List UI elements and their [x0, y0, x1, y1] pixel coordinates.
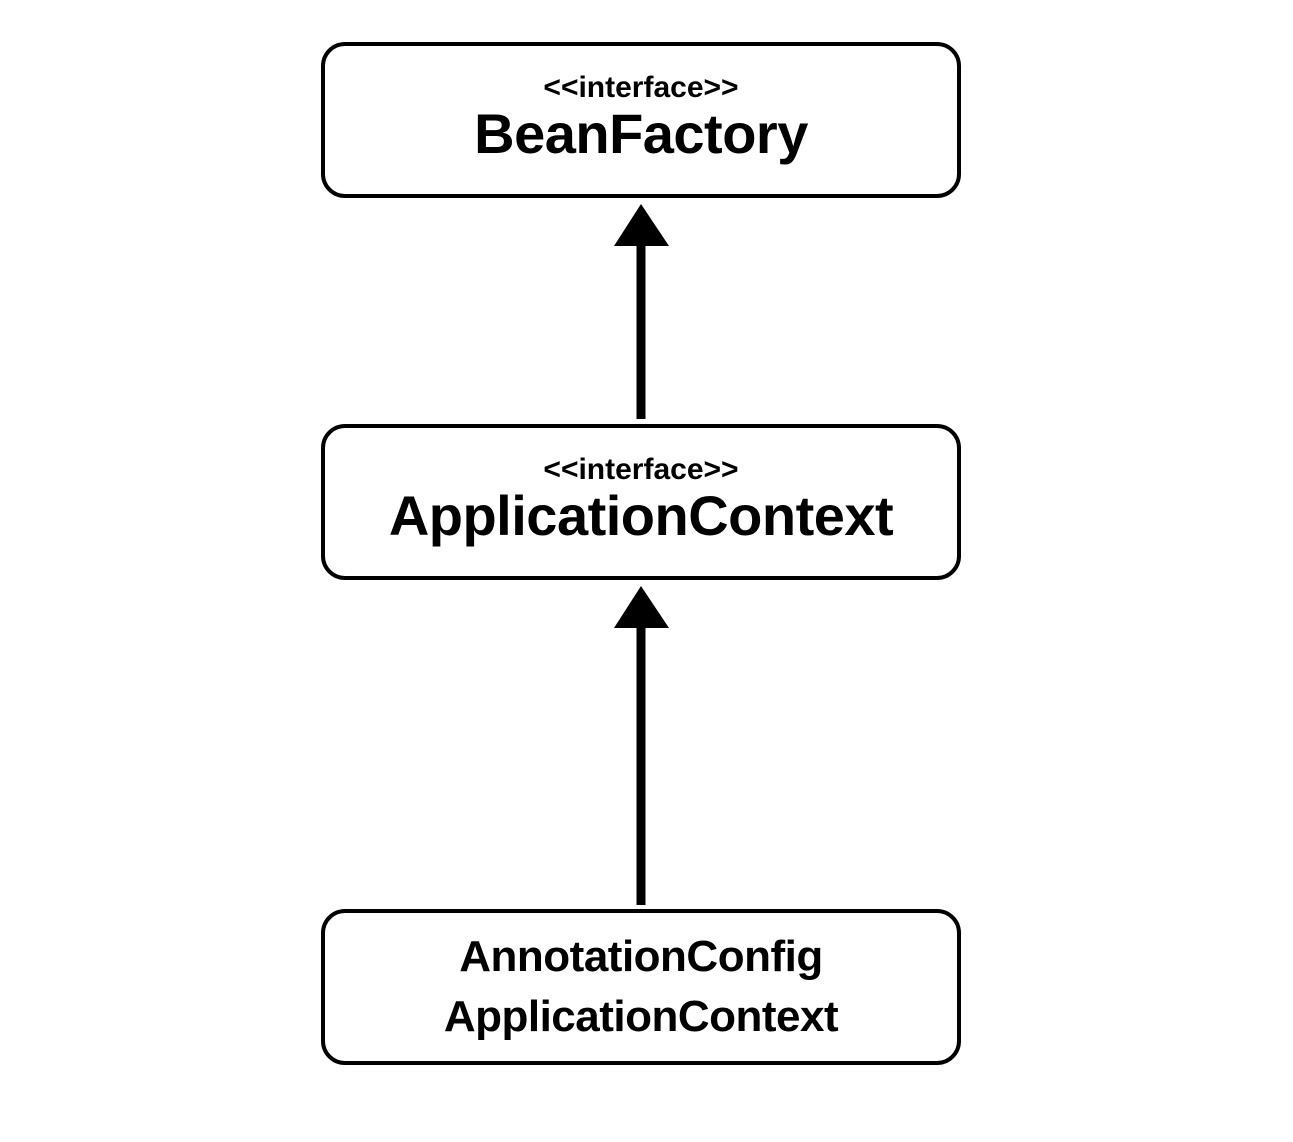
arrowhead-icon	[614, 586, 669, 628]
node-applicationcontext: <<interface>> ApplicationContext	[321, 424, 961, 580]
node-title: BeanFactory	[474, 102, 808, 165]
node-title-line-2: ApplicationContext	[443, 992, 839, 1041]
node-title: AnnotationConfig ApplicationContext	[443, 927, 839, 1047]
stereotype-label: <<interface>>	[543, 71, 739, 104]
arrowhead-icon	[614, 204, 669, 246]
node-beanfactory: <<interface>> BeanFactory	[321, 42, 961, 198]
node-title-line-1: AnnotationConfig	[459, 932, 823, 981]
edge-applicationcontext-to-beanfactory	[614, 204, 669, 419]
stereotype-label: <<interface>>	[543, 453, 739, 486]
node-annotationconfigapplicationcontext: AnnotationConfig ApplicationContext	[321, 909, 961, 1065]
edge-annotationconfig-to-applicationcontext	[614, 586, 669, 905]
node-title: ApplicationContext	[388, 484, 894, 547]
